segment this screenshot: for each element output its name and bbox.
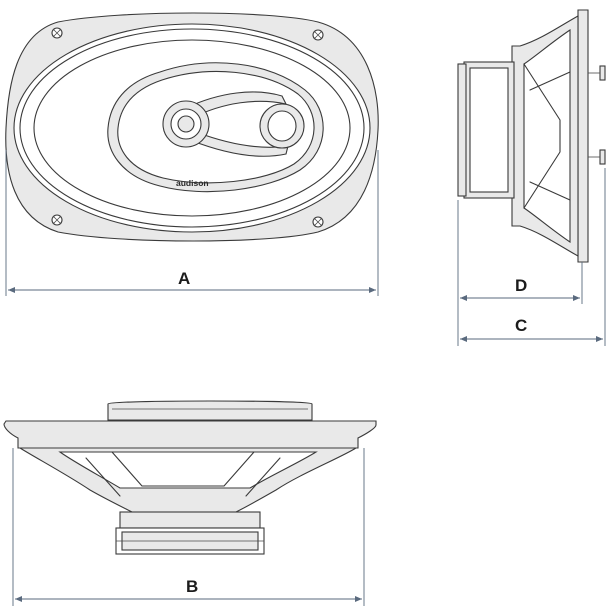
dimension-c: C	[460, 168, 606, 346]
bottom-view	[3, 400, 377, 555]
front-view: audison	[5, 12, 379, 242]
dimension-label-d: D	[515, 276, 527, 295]
dimension-b: B	[12, 448, 365, 606]
woofer-cap-inner	[177, 115, 195, 133]
side-flange	[577, 9, 589, 263]
front-surround-mid	[19, 28, 365, 228]
bottom-flange	[3, 420, 377, 449]
dimension-a: A	[5, 150, 379, 296]
front-surround-inner	[33, 39, 351, 217]
bottom-grille	[107, 400, 313, 421]
dimension-label-b: B	[186, 577, 198, 596]
side-view	[457, 9, 606, 263]
side-terminal-bottom	[599, 149, 606, 165]
mounting-holes	[51, 27, 324, 228]
tweeter-bridge	[185, 91, 288, 119]
side-terminal-top	[599, 65, 606, 81]
bottom-magnet	[119, 511, 261, 529]
brand-logo: audison	[176, 178, 209, 188]
dimension-label-a: A	[178, 269, 190, 288]
dimension-d: D	[457, 200, 583, 346]
dimension-label-c: C	[515, 316, 527, 335]
tweeter-dome	[267, 110, 297, 142]
